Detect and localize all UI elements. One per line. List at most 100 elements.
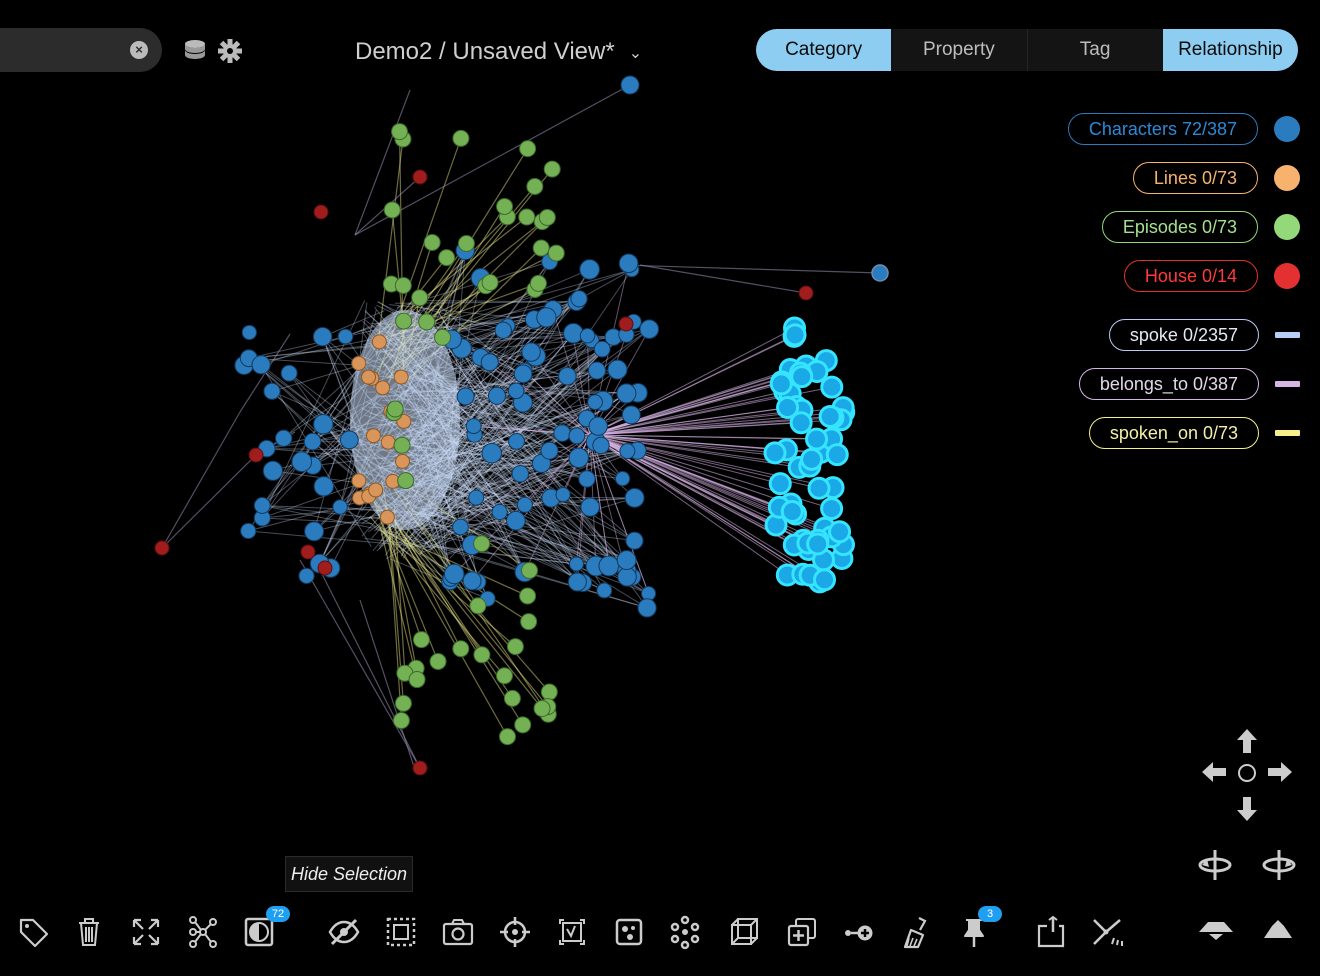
character-node[interactable] (621, 405, 641, 425)
house-node[interactable] (300, 544, 316, 560)
tab-relationship[interactable]: Relationship (1162, 29, 1298, 71)
pin-icon[interactable]: 3 (954, 906, 1002, 952)
pan-left-icon[interactable] (1200, 758, 1228, 786)
character-node[interactable] (567, 572, 587, 592)
character-node[interactable] (275, 429, 293, 447)
selected-character-node[interactable] (789, 411, 813, 435)
legend-item-belongs-to[interactable]: belongs_to 0/387 (1078, 368, 1300, 400)
selected-character-node[interactable] (768, 472, 792, 496)
character-node[interactable] (587, 394, 603, 411)
character-node[interactable] (332, 499, 348, 515)
episode-node[interactable] (540, 683, 558, 701)
character-node[interactable] (639, 319, 660, 339)
episode-node[interactable] (473, 646, 491, 664)
character-node[interactable] (462, 571, 482, 591)
character-node[interactable] (506, 510, 526, 531)
selected-character-node[interactable] (800, 447, 824, 471)
pan-down-icon[interactable] (1233, 795, 1261, 823)
selected-character-node[interactable] (820, 375, 844, 399)
line-node[interactable] (393, 369, 409, 385)
character-node[interactable] (568, 427, 586, 445)
episode-node[interactable] (411, 289, 429, 307)
house-node[interactable] (412, 169, 428, 185)
character-node[interactable] (304, 521, 325, 542)
selected-character-node[interactable] (806, 532, 830, 556)
character-node[interactable] (280, 364, 298, 382)
episode-node[interactable] (418, 313, 436, 331)
character-node[interactable] (313, 414, 334, 435)
select-inside-icon[interactable] (552, 912, 592, 952)
episode-node[interactable] (452, 129, 470, 147)
character-node[interactable] (456, 387, 475, 406)
character-node[interactable] (443, 563, 465, 585)
character-node[interactable] (558, 366, 577, 386)
line-node[interactable] (351, 355, 367, 371)
tab-tag[interactable]: Tag (1079, 39, 1111, 60)
episode-node[interactable] (412, 631, 430, 649)
episode-node[interactable] (452, 640, 470, 658)
cluster-icon[interactable] (665, 912, 705, 952)
house-node[interactable] (798, 285, 814, 301)
selected-character-node[interactable] (783, 323, 807, 347)
character-node[interactable] (513, 364, 533, 384)
character-node[interactable] (516, 496, 533, 513)
episode-node[interactable] (469, 597, 487, 615)
character-node[interactable] (339, 430, 359, 450)
character-node[interactable] (507, 382, 525, 400)
character-node[interactable] (291, 451, 313, 473)
selected-character-node[interactable] (805, 427, 829, 451)
character-node[interactable] (536, 307, 557, 328)
episode-node[interactable] (520, 613, 538, 631)
character-node[interactable] (487, 386, 506, 405)
line-node[interactable] (375, 380, 391, 396)
episode-node[interactable] (519, 140, 537, 158)
house-node[interactable] (313, 204, 329, 220)
select-box-icon[interactable] (381, 912, 421, 952)
character-node[interactable] (240, 522, 257, 540)
character-node[interactable] (871, 264, 889, 282)
character-node[interactable] (521, 342, 541, 362)
episode-node[interactable] (538, 208, 556, 226)
line-node[interactable] (365, 428, 381, 444)
character-node[interactable] (568, 556, 585, 572)
episode-node[interactable] (519, 587, 537, 605)
selected-character-node[interactable] (820, 497, 844, 521)
character-node[interactable] (596, 582, 613, 599)
selected-character-node[interactable] (828, 520, 852, 544)
add-layer-icon[interactable] (782, 912, 822, 952)
add-node-icon[interactable] (839, 912, 879, 952)
line-node[interactable] (394, 453, 410, 469)
character-node[interactable] (568, 447, 589, 469)
character-node[interactable] (468, 489, 485, 506)
episode-node[interactable] (529, 274, 547, 292)
episode-node[interactable] (473, 535, 491, 553)
character-node[interactable] (579, 259, 600, 280)
character-node[interactable] (617, 566, 637, 587)
tilt-up-icon[interactable] (1262, 918, 1294, 942)
character-node[interactable] (624, 487, 645, 508)
episode-node[interactable] (429, 652, 447, 670)
episode-node[interactable] (518, 208, 536, 226)
episode-node[interactable] (498, 728, 516, 746)
tag-icon[interactable] (13, 912, 53, 952)
character-node[interactable] (588, 416, 608, 436)
character-node[interactable] (540, 441, 559, 460)
character-node[interactable] (251, 355, 271, 375)
episode-node[interactable] (533, 700, 551, 718)
invert-selection-icon[interactable]: 72 (240, 906, 290, 952)
hide-icon[interactable] (324, 912, 364, 952)
character-node[interactable] (587, 361, 607, 380)
episode-node[interactable] (393, 436, 411, 454)
house-node[interactable] (154, 540, 170, 556)
character-node[interactable] (553, 424, 571, 442)
legend-item-episodes[interactable]: Episodes 0/73 (1101, 211, 1300, 243)
episode-node[interactable] (383, 201, 401, 219)
house-node[interactable] (317, 560, 333, 576)
selected-character-node[interactable] (818, 405, 842, 429)
character-node[interactable] (312, 327, 333, 347)
clear-search-icon[interactable]: × (130, 41, 148, 59)
character-node[interactable] (637, 598, 657, 618)
house-node[interactable] (412, 760, 428, 776)
cube-icon[interactable] (724, 912, 764, 952)
camera-icon[interactable] (438, 912, 478, 952)
